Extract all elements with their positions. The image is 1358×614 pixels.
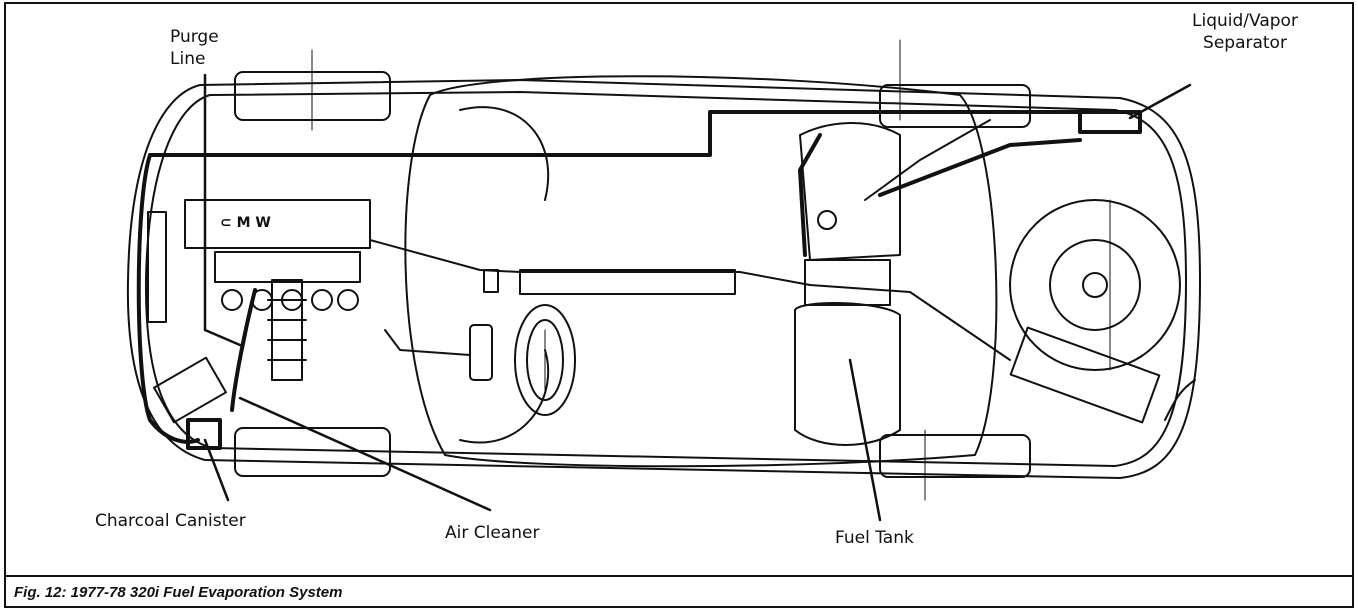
leader-charcoal-canister xyxy=(203,438,230,502)
windshield-line-lower xyxy=(459,349,550,444)
air-cleaner-bellows xyxy=(271,279,303,381)
leader-purge-line xyxy=(203,73,242,347)
steering-wheel xyxy=(514,304,576,416)
engine-stamp: ⊂ M W xyxy=(220,215,271,231)
label-fuel-tank: Fuel Tank xyxy=(835,528,914,548)
car-diagram xyxy=(126,39,1201,522)
car-body-outline xyxy=(126,79,1201,479)
leader-fuel-tank xyxy=(848,358,882,522)
front-right-wheel xyxy=(234,427,391,477)
muffler xyxy=(1009,326,1161,424)
purge-line xyxy=(148,110,1082,157)
cabin-outline xyxy=(404,75,998,468)
windshield-line xyxy=(459,106,550,201)
charcoal-canister xyxy=(186,418,222,450)
intake-manifold xyxy=(214,251,361,283)
drive-shaft xyxy=(369,239,1011,361)
label-liquid-vapor-separator: Liquid/Vapor Separator xyxy=(1192,11,1298,53)
figure-caption: Fig. 12: 1977-78 320i Fuel Evaporation S… xyxy=(14,584,343,601)
rear-right-wheel xyxy=(879,434,1031,478)
radiator xyxy=(147,211,167,323)
rear-left-wheel xyxy=(879,84,1031,128)
leader-air-cleaner xyxy=(238,396,492,512)
caption-bar: Fig. 12: 1977-78 320i Fuel Evaporation S… xyxy=(4,575,1354,608)
car-body-inner-outline xyxy=(144,91,1187,467)
label-air-cleaner: Air Cleaner xyxy=(445,523,540,543)
label-charcoal-canister: Charcoal Canister xyxy=(95,511,246,531)
transmission xyxy=(519,269,736,295)
spare-tire xyxy=(1009,199,1181,371)
engine-block xyxy=(184,199,371,249)
label-purge-line: Purge Line xyxy=(170,27,219,69)
leader-separator xyxy=(1128,83,1192,120)
